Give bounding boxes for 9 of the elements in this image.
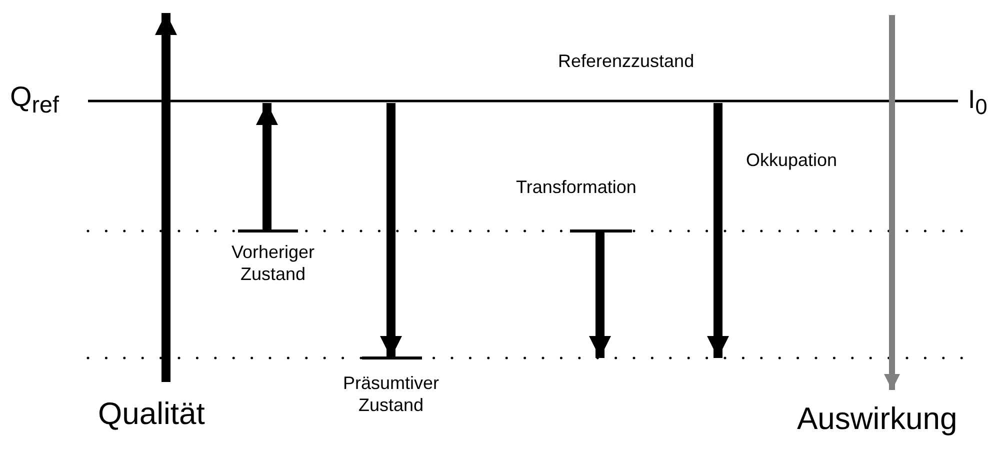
state-label: Referenzzustand (558, 51, 694, 73)
axis-title: Qualität (98, 395, 205, 432)
axis-title: Auswirkung (797, 400, 958, 438)
change-label: Okkupation (746, 150, 838, 172)
change-label: Transformation (516, 177, 636, 199)
state-label: Vorheriger Zustand (230, 242, 316, 286)
axis-label: I$_{0}$ (968, 84, 988, 120)
axis-label: Q$_{ref}$ (10, 80, 60, 120)
state-label: Präsumtiver Zustand (342, 373, 440, 416)
